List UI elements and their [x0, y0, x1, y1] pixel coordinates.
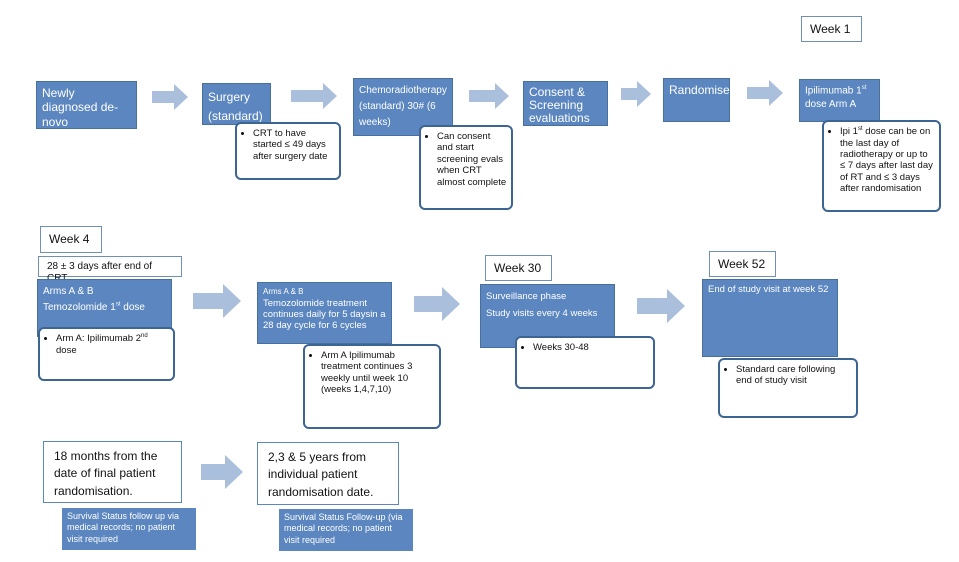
arrow-3 — [469, 83, 509, 109]
consent-text: Consent & Screening evaluations — [529, 85, 590, 126]
newly-diagnosed-node: Newly diagnosed de-novo glioblastoma — [36, 81, 137, 143]
ipilimumab-text: Ipilimumab 1 — [805, 85, 862, 97]
chemoradiotherapy-text: Chemoradiotherapy (standard) 30# (6 week… — [359, 85, 447, 128]
week-30-text: Week 30 — [494, 261, 542, 275]
arrow-8 — [637, 289, 685, 323]
arm-a-note-sup: nd — [141, 333, 148, 339]
ipilimumab-tail: dose Arm A — [805, 98, 857, 110]
surveillance-note: Weeks 30-48 — [515, 336, 655, 389]
arrow-1 — [152, 84, 188, 110]
ipilimumab-note-sup: st — [857, 126, 863, 132]
week-52-label: Week 52 — [709, 251, 776, 277]
temozolomide-line1: Arms A & B — [263, 287, 304, 296]
surveillance-note-item: Weeks 30-48 — [533, 342, 649, 353]
ipilimumab-node: Ipilimumab 1st dose Arm A — [799, 79, 880, 122]
individual-randomisation-text: 2,3 & 5 years from individual patient ra… — [268, 450, 374, 499]
ipilimumab-note-a: Ipi 1 — [840, 126, 858, 138]
randomise-node: Randomise — [663, 78, 730, 122]
ipilimumab-note: Ipi 1st dose can be on the last day of r… — [822, 120, 941, 212]
surveillance-line1: Surveillance phase — [486, 291, 567, 302]
arms-ab-line1: Arms A & B — [43, 286, 94, 297]
survival-status-text-2: Survival Status Follow-up (via medical r… — [284, 512, 403, 545]
week-30-label: Week 30 — [485, 255, 552, 281]
surgery-node: Surgery (standard) — [202, 83, 271, 125]
surgery-text: Surgery (standard) — [208, 90, 263, 123]
arm-a-note-a: Arm A: Ipilimumab 2 — [56, 333, 141, 345]
surgery-note: CRT to have started ≤ 49 days after surg… — [235, 122, 341, 180]
chemoradiotherapy-note-item: Can consent and start screening evals wh… — [437, 131, 507, 188]
arms-ab-line2sup: st — [115, 301, 121, 308]
arms-ab-line2: Temozolomide 1st dose — [43, 300, 166, 316]
survival-status-box-1: Survival Status follow up via medical re… — [62, 508, 196, 550]
survival-status-text-1: Survival Status follow up via medical re… — [67, 511, 180, 544]
week-1-label: Week 1 — [801, 16, 862, 42]
survival-status-box-2: Survival Status Follow-up (via medical r… — [279, 509, 413, 551]
temozolomide-line2: Temozolomide treatment continues daily f… — [263, 297, 386, 332]
temozolomide-note-item: Arm A Ipilimumab treatment continues 3 w… — [321, 350, 435, 396]
arrow-9 — [201, 455, 243, 489]
chemoradiotherapy-node: Chemoradiotherapy (standard) 30# (6 week… — [353, 78, 453, 136]
surveillance-line2: Study visits every 4 weeks — [486, 307, 598, 319]
end-of-study-note: Standard care following end of study vis… — [718, 358, 858, 418]
arm-a-note: Arm A: Ipilimumab 2nd dose — [38, 327, 175, 381]
arms-ab-line2b: dose — [120, 301, 145, 313]
temozolomide-treatment-node: Arms A & B Temozolomide treatment contin… — [257, 282, 392, 344]
ipilimumab-sup: st — [861, 85, 867, 91]
arrow-7 — [414, 287, 460, 321]
days-after-crt-text: 28 ± 3 days after end of CRT — [47, 261, 152, 284]
arrow-6 — [193, 284, 241, 318]
week-52-text: Week 52 — [718, 257, 766, 271]
end-of-study-text: End of study visit at week 52 — [708, 284, 829, 295]
end-of-study-note-item: Standard care following end of study vis… — [736, 364, 852, 387]
end-of-study-node: End of study visit at week 52 — [702, 279, 838, 357]
final-randomisation-box: 18 months from the date of final patient… — [43, 441, 182, 503]
chemoradiotherapy-note: Can consent and start screening evals wh… — [419, 125, 513, 210]
week-4-label: Week 4 — [40, 226, 102, 253]
consent-node: Consent & Screening evaluations — [523, 81, 608, 126]
ipilimumab-note-item: Ipi 1st dose can be on the last day of r… — [840, 126, 935, 195]
surgery-note-item: CRT to have started ≤ 49 days after surg… — [253, 128, 335, 162]
arms-ab-line2a: Temozolomide 1 — [43, 301, 116, 313]
days-after-crt-label: 28 ± 3 days after end of CRT — [38, 256, 182, 284]
arm-a-note-item: Arm A: Ipilimumab 2nd dose — [56, 333, 169, 356]
arm-a-note-b: dose — [56, 344, 77, 356]
randomise-text: Randomise — [669, 83, 730, 97]
week-1-text: Week 1 — [810, 22, 851, 36]
arrow-4 — [621, 81, 651, 107]
arrow-2 — [291, 83, 337, 109]
newly-diagnosed-text: Newly diagnosed de-novo glioblastoma — [42, 86, 119, 144]
final-randomisation-text: 18 months from the date of final patient… — [54, 449, 158, 498]
week-4-text: Week 4 — [49, 232, 90, 246]
ipilimumab-note-b: dose can be on the last day of radiother… — [840, 126, 933, 195]
temozolomide-note: Arm A Ipilimumab treatment continues 3 w… — [303, 344, 441, 429]
arrow-5 — [747, 80, 783, 106]
individual-randomisation-box: 2,3 & 5 years from individual patient ra… — [257, 442, 399, 505]
